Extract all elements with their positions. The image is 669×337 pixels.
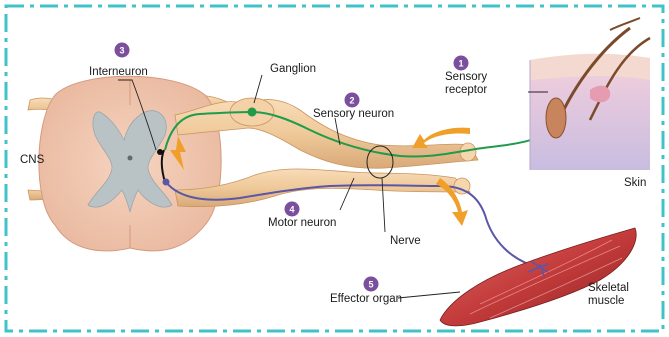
skeletal-muscle bbox=[440, 228, 636, 326]
label-skin: Skin bbox=[624, 177, 646, 189]
label-motor-neuron: Motor neuron bbox=[268, 217, 336, 229]
label-sensory-neuron: Sensory neuron bbox=[313, 108, 394, 120]
badge-4-text: 4 bbox=[289, 205, 294, 215]
spinal-cord bbox=[39, 76, 221, 251]
label-sensory-receptor-2: receptor bbox=[445, 84, 487, 96]
motor-neuron-cell-body bbox=[163, 179, 170, 186]
badge-5-text: 5 bbox=[368, 280, 373, 290]
badge-2-text: 2 bbox=[349, 96, 354, 106]
label-ganglion: Ganglion bbox=[270, 63, 316, 75]
interneuron-cell-body bbox=[157, 149, 163, 155]
label-effector-organ: Effector organ bbox=[330, 293, 402, 305]
badge-1-text: 1 bbox=[458, 59, 463, 69]
sensory-neuron-cell-body bbox=[248, 108, 257, 117]
label-skeletal-muscle-1: Skeletal bbox=[588, 282, 629, 294]
label-sensory-receptor-1: Sensory bbox=[445, 71, 487, 83]
label-cns: CNS bbox=[20, 154, 45, 166]
label-nerve: Nerve bbox=[390, 235, 421, 247]
label-skeletal-muscle-2: muscle bbox=[588, 295, 624, 307]
skin-block bbox=[530, 18, 650, 170]
label-interneuron: Interneuron bbox=[89, 66, 148, 78]
badge-3-text: 3 bbox=[119, 46, 124, 56]
